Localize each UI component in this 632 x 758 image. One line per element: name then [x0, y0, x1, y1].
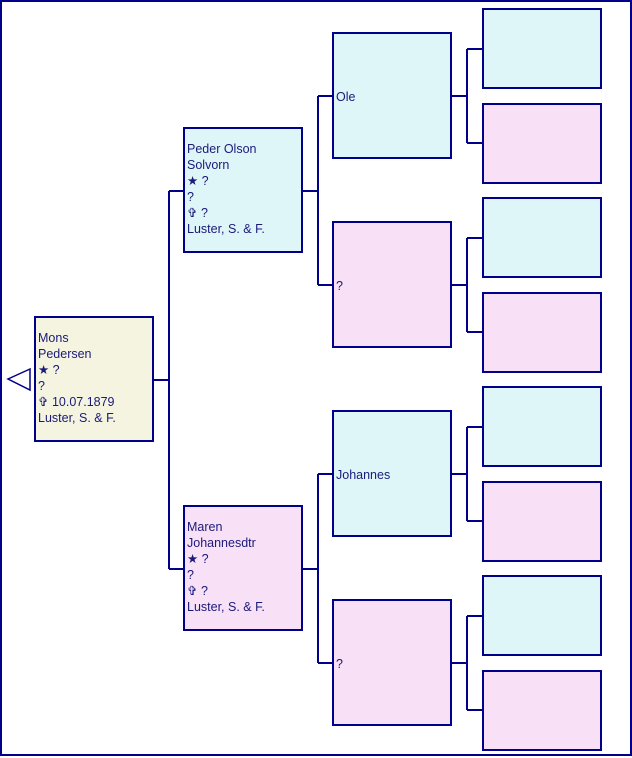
- person-box-maternal-grandmother[interactable]: ?: [332, 599, 452, 726]
- person-box-paternal-grandmother[interactable]: ?: [332, 221, 452, 348]
- person-box-mother[interactable]: Maren Johannesdtr ★ ? ? ✞ ? Luster, S. &…: [183, 505, 303, 631]
- person-box-father[interactable]: Peder Olson Solvorn ★ ? ? ✞ ? Luster, S.…: [183, 127, 303, 253]
- person-death: ✞ ?: [187, 206, 208, 220]
- person-birth: ★ ?: [187, 552, 209, 566]
- person-box-empty-male[interactable]: [482, 386, 602, 467]
- person-location: Luster, S. & F.: [187, 600, 265, 614]
- person-location: Luster, S. & F.: [38, 411, 116, 425]
- person-death: ✞ ?: [187, 584, 208, 598]
- person-given-name: Mons: [38, 331, 69, 345]
- person-box-empty-female[interactable]: [482, 292, 602, 373]
- person-name: Johannes: [336, 468, 391, 482]
- person-surname: Johannesdtr: [187, 536, 256, 550]
- back-arrow-icon[interactable]: [6, 368, 32, 392]
- person-death: ✞ 10.07.1879: [38, 395, 115, 409]
- person-birth-place: ?: [38, 379, 45, 393]
- person-surname: Pedersen: [38, 347, 92, 361]
- person-surname: Solvorn: [187, 158, 230, 172]
- person-box-empty-female[interactable]: [482, 103, 602, 184]
- person-name: ?: [336, 657, 343, 671]
- person-box-paternal-grandfather[interactable]: Ole: [332, 32, 452, 159]
- person-box-maternal-grandfather[interactable]: Johannes: [332, 410, 452, 537]
- person-location: Luster, S. & F.: [187, 222, 265, 236]
- person-birth: ★ ?: [187, 174, 209, 188]
- person-box-root[interactable]: Mons Pedersen ★ ? ? ✞ 10.07.1879 Luster,…: [34, 316, 154, 442]
- person-box-empty-female[interactable]: [482, 481, 602, 562]
- person-box-empty-male[interactable]: [482, 575, 602, 656]
- person-box-empty-male[interactable]: [482, 8, 602, 89]
- person-birth-place: ?: [187, 568, 194, 582]
- person-given-name: Peder Olson: [187, 142, 257, 156]
- person-given-name: Maren: [187, 520, 223, 534]
- person-birth: ★ ?: [38, 363, 60, 377]
- person-name: ?: [336, 279, 343, 293]
- person-birth-place: ?: [187, 190, 194, 204]
- person-box-empty-male[interactable]: [482, 197, 602, 278]
- person-box-empty-female[interactable]: [482, 670, 602, 751]
- person-name: Ole: [336, 90, 356, 104]
